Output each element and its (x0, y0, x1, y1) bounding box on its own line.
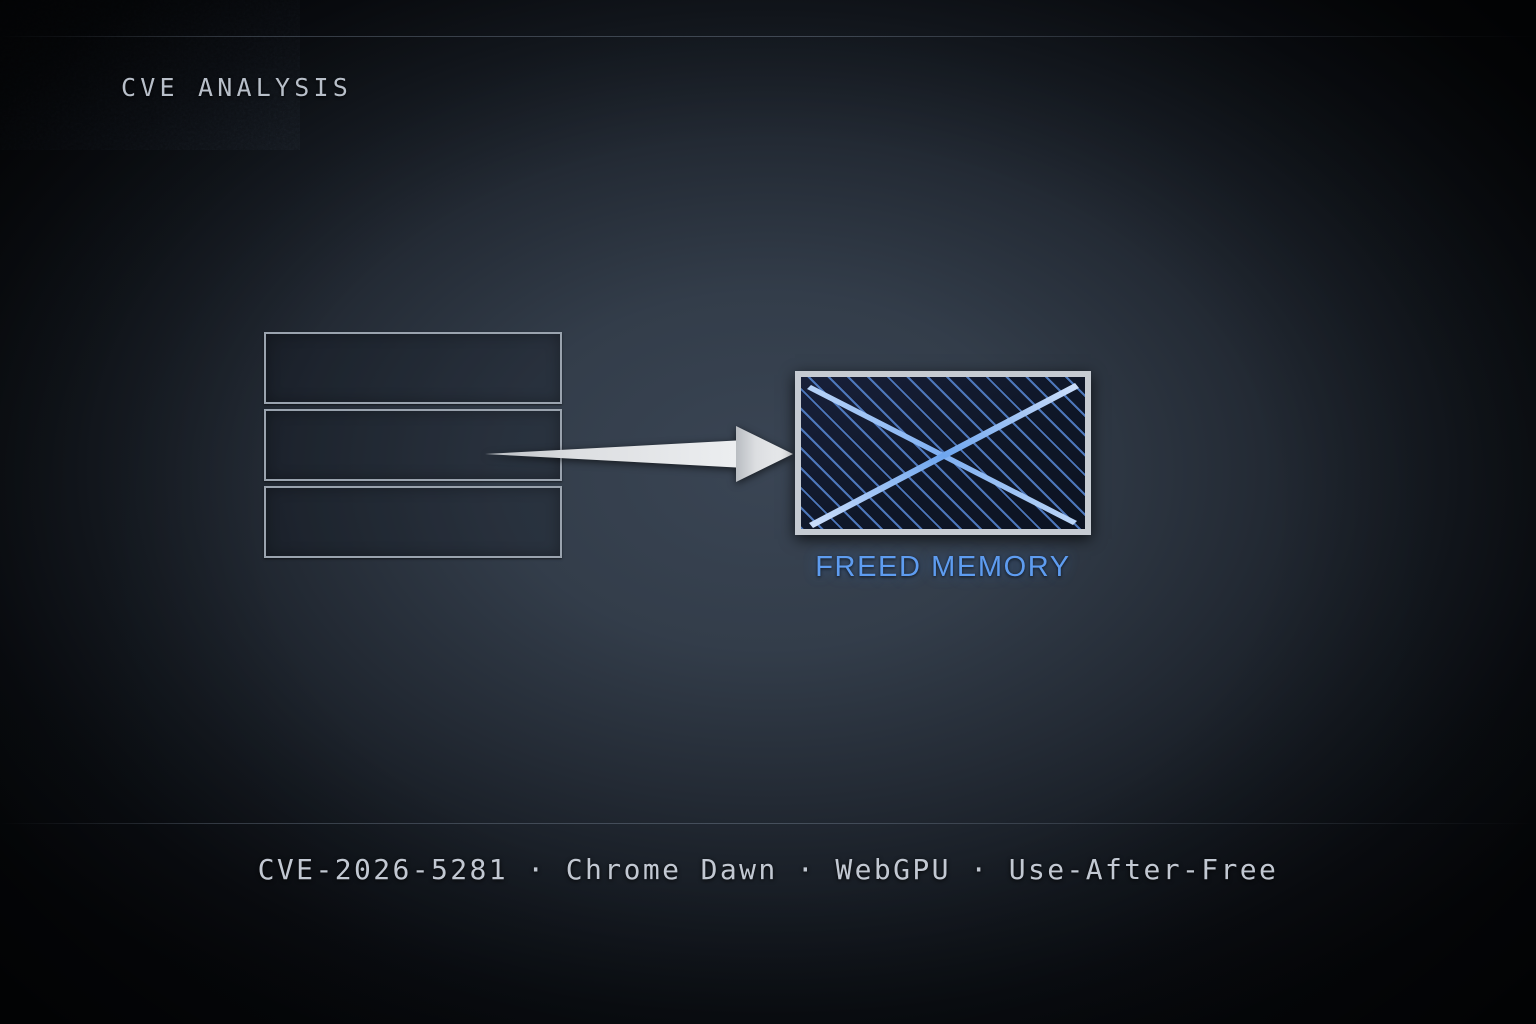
footer-divider-rule (0, 823, 1536, 824)
header-divider-rule (0, 36, 1536, 37)
page-title: CVE ANALYSIS (121, 73, 353, 102)
memory-block-bottom (264, 486, 562, 558)
freed-memory-x-marker (807, 383, 1079, 528)
arrow-head (736, 426, 793, 482)
stacked-memory-blocks (264, 332, 562, 560)
memory-block-top (264, 332, 562, 404)
x-stroke-up (809, 383, 1079, 528)
memory-block-middle (264, 409, 562, 481)
freed-memory-label: FREED MEMORY (815, 551, 1071, 583)
footer-caption: CVE-2026-5281 · Chrome Dawn · WebGPU · U… (257, 853, 1279, 886)
freed-memory-group: FREED MEMORY (795, 371, 1091, 583)
freed-memory-box (795, 371, 1091, 535)
